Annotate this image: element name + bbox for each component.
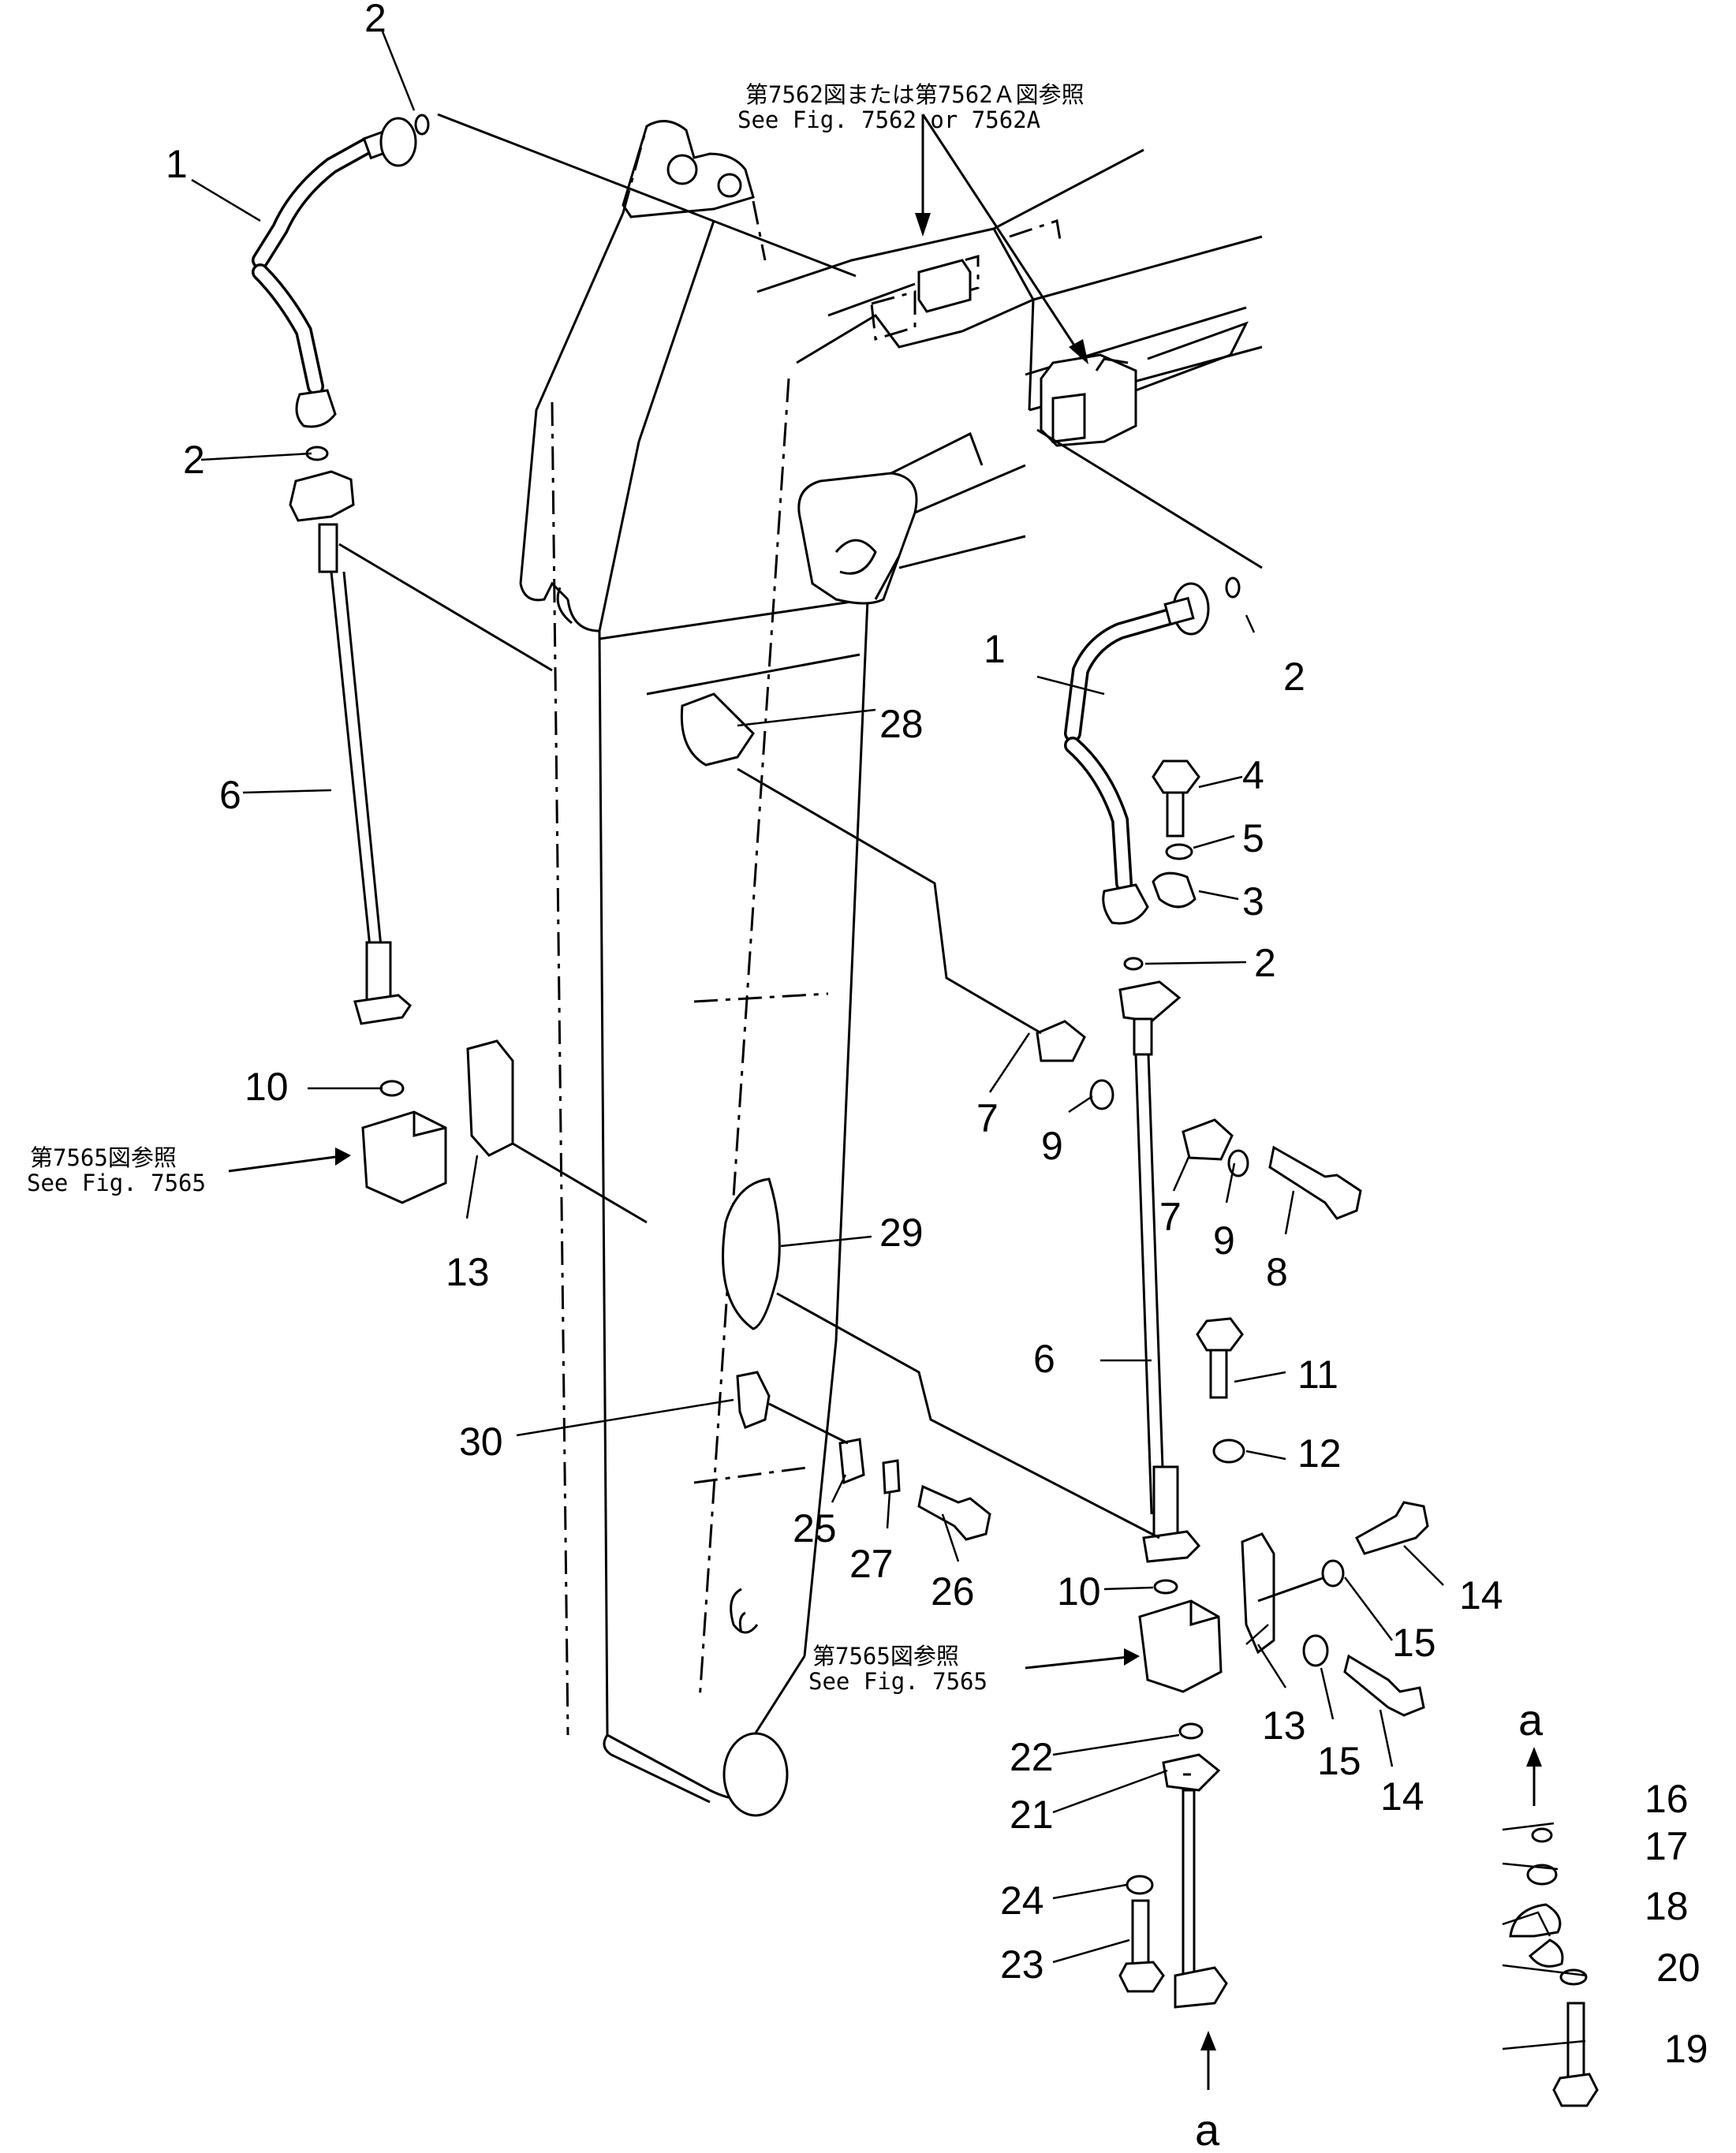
callout-26: 26 xyxy=(931,1569,975,1614)
callout-24: 24 xyxy=(1000,1879,1044,1923)
left-hose-1 xyxy=(252,114,430,428)
callout-2-top: 2 xyxy=(364,0,386,40)
callout-28: 28 xyxy=(879,702,924,746)
reference-notes: 第7562図または第7562Ａ図参照 See Fig. 7562 or 7562… xyxy=(27,81,1085,1695)
callout-17: 17 xyxy=(1645,1824,1689,1868)
note-fig7562-en: See Fig. 7562 or 7562A xyxy=(737,106,1040,133)
callout-2-right-top: 2 xyxy=(1283,655,1305,699)
callout-8: 8 xyxy=(1266,1250,1288,1294)
callout-6-left: 6 xyxy=(219,773,241,817)
callout-2-right-mid: 2 xyxy=(1254,941,1276,985)
callout-1-right: 1 xyxy=(984,627,1006,671)
callout-25: 25 xyxy=(793,1506,837,1550)
callout-a-top: a xyxy=(1518,1695,1544,1744)
callout-22: 22 xyxy=(1010,1735,1054,1779)
callout-29: 29 xyxy=(879,1211,924,1255)
callout-15-b: 15 xyxy=(1317,1739,1361,1783)
small-parts xyxy=(680,692,1599,2107)
callout-9-a: 9 xyxy=(1041,1124,1063,1168)
callout-13-left: 13 xyxy=(446,1250,490,1294)
callout-18: 18 xyxy=(1645,1884,1689,1928)
callout-5: 5 xyxy=(1242,816,1264,860)
callout-3: 3 xyxy=(1242,879,1264,924)
callout-12: 12 xyxy=(1297,1431,1342,1476)
callout-15-a: 15 xyxy=(1392,1621,1436,1665)
callout-labels: 1 2 2 6 10 13 28 1 2 4 5 3 2 7 9 7 9 8 2… xyxy=(166,0,1708,2153)
callout-21: 21 xyxy=(1010,1793,1054,1837)
callout-7-b: 7 xyxy=(1159,1195,1182,1239)
callout-30: 30 xyxy=(459,1420,503,1464)
callout-19: 19 xyxy=(1664,2027,1708,2071)
chain-lines xyxy=(338,113,1263,672)
callout-4: 4 xyxy=(1242,753,1264,797)
callout-1-left: 1 xyxy=(166,142,188,186)
callout-9-b: 9 xyxy=(1213,1218,1235,1263)
left-tube-assembly xyxy=(289,446,648,1224)
callout-10-left: 10 xyxy=(245,1065,289,1109)
callout-20: 20 xyxy=(1656,1946,1701,1990)
callout-6-right: 6 xyxy=(1033,1337,1055,1381)
note-fig7562-jp: 第7562図または第7562Ａ図参照 xyxy=(745,81,1085,108)
callout-14-b: 14 xyxy=(1380,1774,1424,1819)
right-hose-1 xyxy=(1064,576,1241,925)
note-fig7565-left-en: See Fig. 7565 xyxy=(27,1170,206,1196)
callout-23: 23 xyxy=(1000,1942,1044,1987)
right-tube-assembly xyxy=(1036,980,1326,1693)
note-fig7565-right-en: See Fig. 7565 xyxy=(808,1668,987,1695)
callout-7-a: 7 xyxy=(976,1096,999,1140)
reference-arrows xyxy=(228,114,1542,2090)
callout-2-left: 2 xyxy=(183,438,205,482)
callout-16: 16 xyxy=(1645,1777,1689,1821)
callout-14-a: 14 xyxy=(1459,1573,1503,1618)
callout-13-right: 13 xyxy=(1262,1703,1306,1748)
note-fig7565-left-jp: 第7565図参照 xyxy=(30,1144,177,1171)
leader-lines xyxy=(191,31,1588,2050)
callout-10-right: 10 xyxy=(1057,1569,1101,1614)
upper-frame xyxy=(756,148,1263,605)
callout-11: 11 xyxy=(1297,1353,1338,1397)
callout-a-bottom: a xyxy=(1195,2105,1220,2153)
boom-structure xyxy=(519,120,869,1817)
callout-27: 27 xyxy=(849,1542,894,1586)
note-fig7565-right-jp: 第7565図参照 xyxy=(812,1643,959,1670)
